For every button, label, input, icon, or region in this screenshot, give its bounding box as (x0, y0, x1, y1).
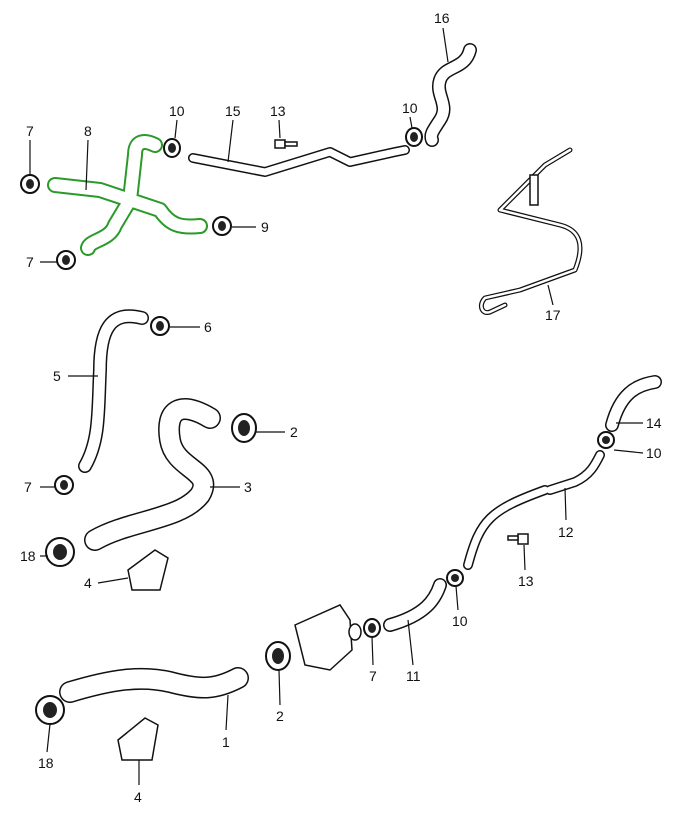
callout-7: 7 (26, 123, 34, 139)
clamp-6[interactable] (150, 316, 170, 336)
callout-2: 2 (290, 424, 298, 440)
callout-17: 17 (545, 307, 561, 323)
bolt-13-bottom[interactable] (507, 533, 529, 545)
support-bracket-4-bottom[interactable] (117, 717, 159, 761)
callout-1: 1 (222, 734, 230, 750)
callout-18: 18 (38, 755, 54, 771)
callout-12: 12 (558, 524, 574, 540)
pipe-12[interactable] (464, 451, 604, 569)
callout-7: 7 (369, 668, 377, 684)
pipe-12-outline (463, 450, 605, 570)
hose-1[interactable] (60, 668, 248, 702)
hose-14[interactable] (606, 376, 661, 431)
clamp-2-bottom[interactable] (265, 641, 291, 671)
thermostat-housing[interactable] (294, 604, 362, 671)
callout-10: 10 (402, 100, 418, 116)
callout-15: 15 (225, 103, 241, 119)
callout-10: 10 (646, 445, 662, 461)
clamp-7-low[interactable] (54, 475, 74, 495)
clamp-7-top[interactable] (20, 174, 40, 194)
callout-7: 7 (26, 254, 34, 270)
callout-10: 10 (169, 103, 185, 119)
clamp-10-lower[interactable] (446, 569, 464, 587)
callout-18: 18 (20, 548, 36, 564)
leader-lines (29, 27, 644, 785)
callout-11: 11 (406, 668, 421, 684)
clamp-18-bottom[interactable] (35, 695, 65, 725)
support-bracket-4-top[interactable] (127, 549, 169, 591)
hose-11[interactable] (384, 579, 446, 631)
callout-4: 4 (84, 575, 92, 591)
callout-14: 14 (646, 415, 662, 431)
hose-16[interactable] (425, 44, 476, 146)
callout-13: 13 (518, 573, 534, 589)
hose-8-highlighted[interactable] (47, 134, 208, 256)
hose-5[interactable] (79, 310, 148, 472)
clamp-10-top-right[interactable] (405, 127, 423, 147)
hose-8-inner (49, 136, 206, 254)
hose-15[interactable] (189, 146, 409, 176)
callout-16: 16 (434, 10, 450, 26)
clamp-10-top-left[interactable] (163, 138, 181, 158)
clamp-7-bottom[interactable] (363, 618, 381, 638)
callout-7: 7 (24, 479, 32, 495)
pipe-17[interactable] (478, 147, 583, 316)
callout-5: 5 (53, 368, 61, 384)
callout-labels: 16 10 10 15 13 7 8 9 7 17 6 5 14 10 2 3 … (20, 10, 662, 805)
callout-13: 13 (270, 103, 286, 119)
bolt-13-top[interactable] (274, 139, 298, 149)
clamp-9[interactable] (212, 216, 232, 236)
clamp-18-top[interactable] (45, 537, 75, 567)
callout-10: 10 (452, 613, 468, 629)
clamp-10-right[interactable] (597, 431, 615, 449)
callout-8: 8 (84, 123, 92, 139)
callout-4: 4 (134, 789, 142, 805)
hose-3[interactable] (85, 399, 220, 550)
clamp-7-mid[interactable] (56, 250, 76, 270)
callout-3: 3 (244, 479, 252, 495)
callout-9: 9 (261, 219, 269, 235)
callout-2: 2 (276, 708, 284, 724)
callout-6: 6 (204, 319, 212, 335)
clamp-2-top[interactable] (231, 413, 257, 443)
